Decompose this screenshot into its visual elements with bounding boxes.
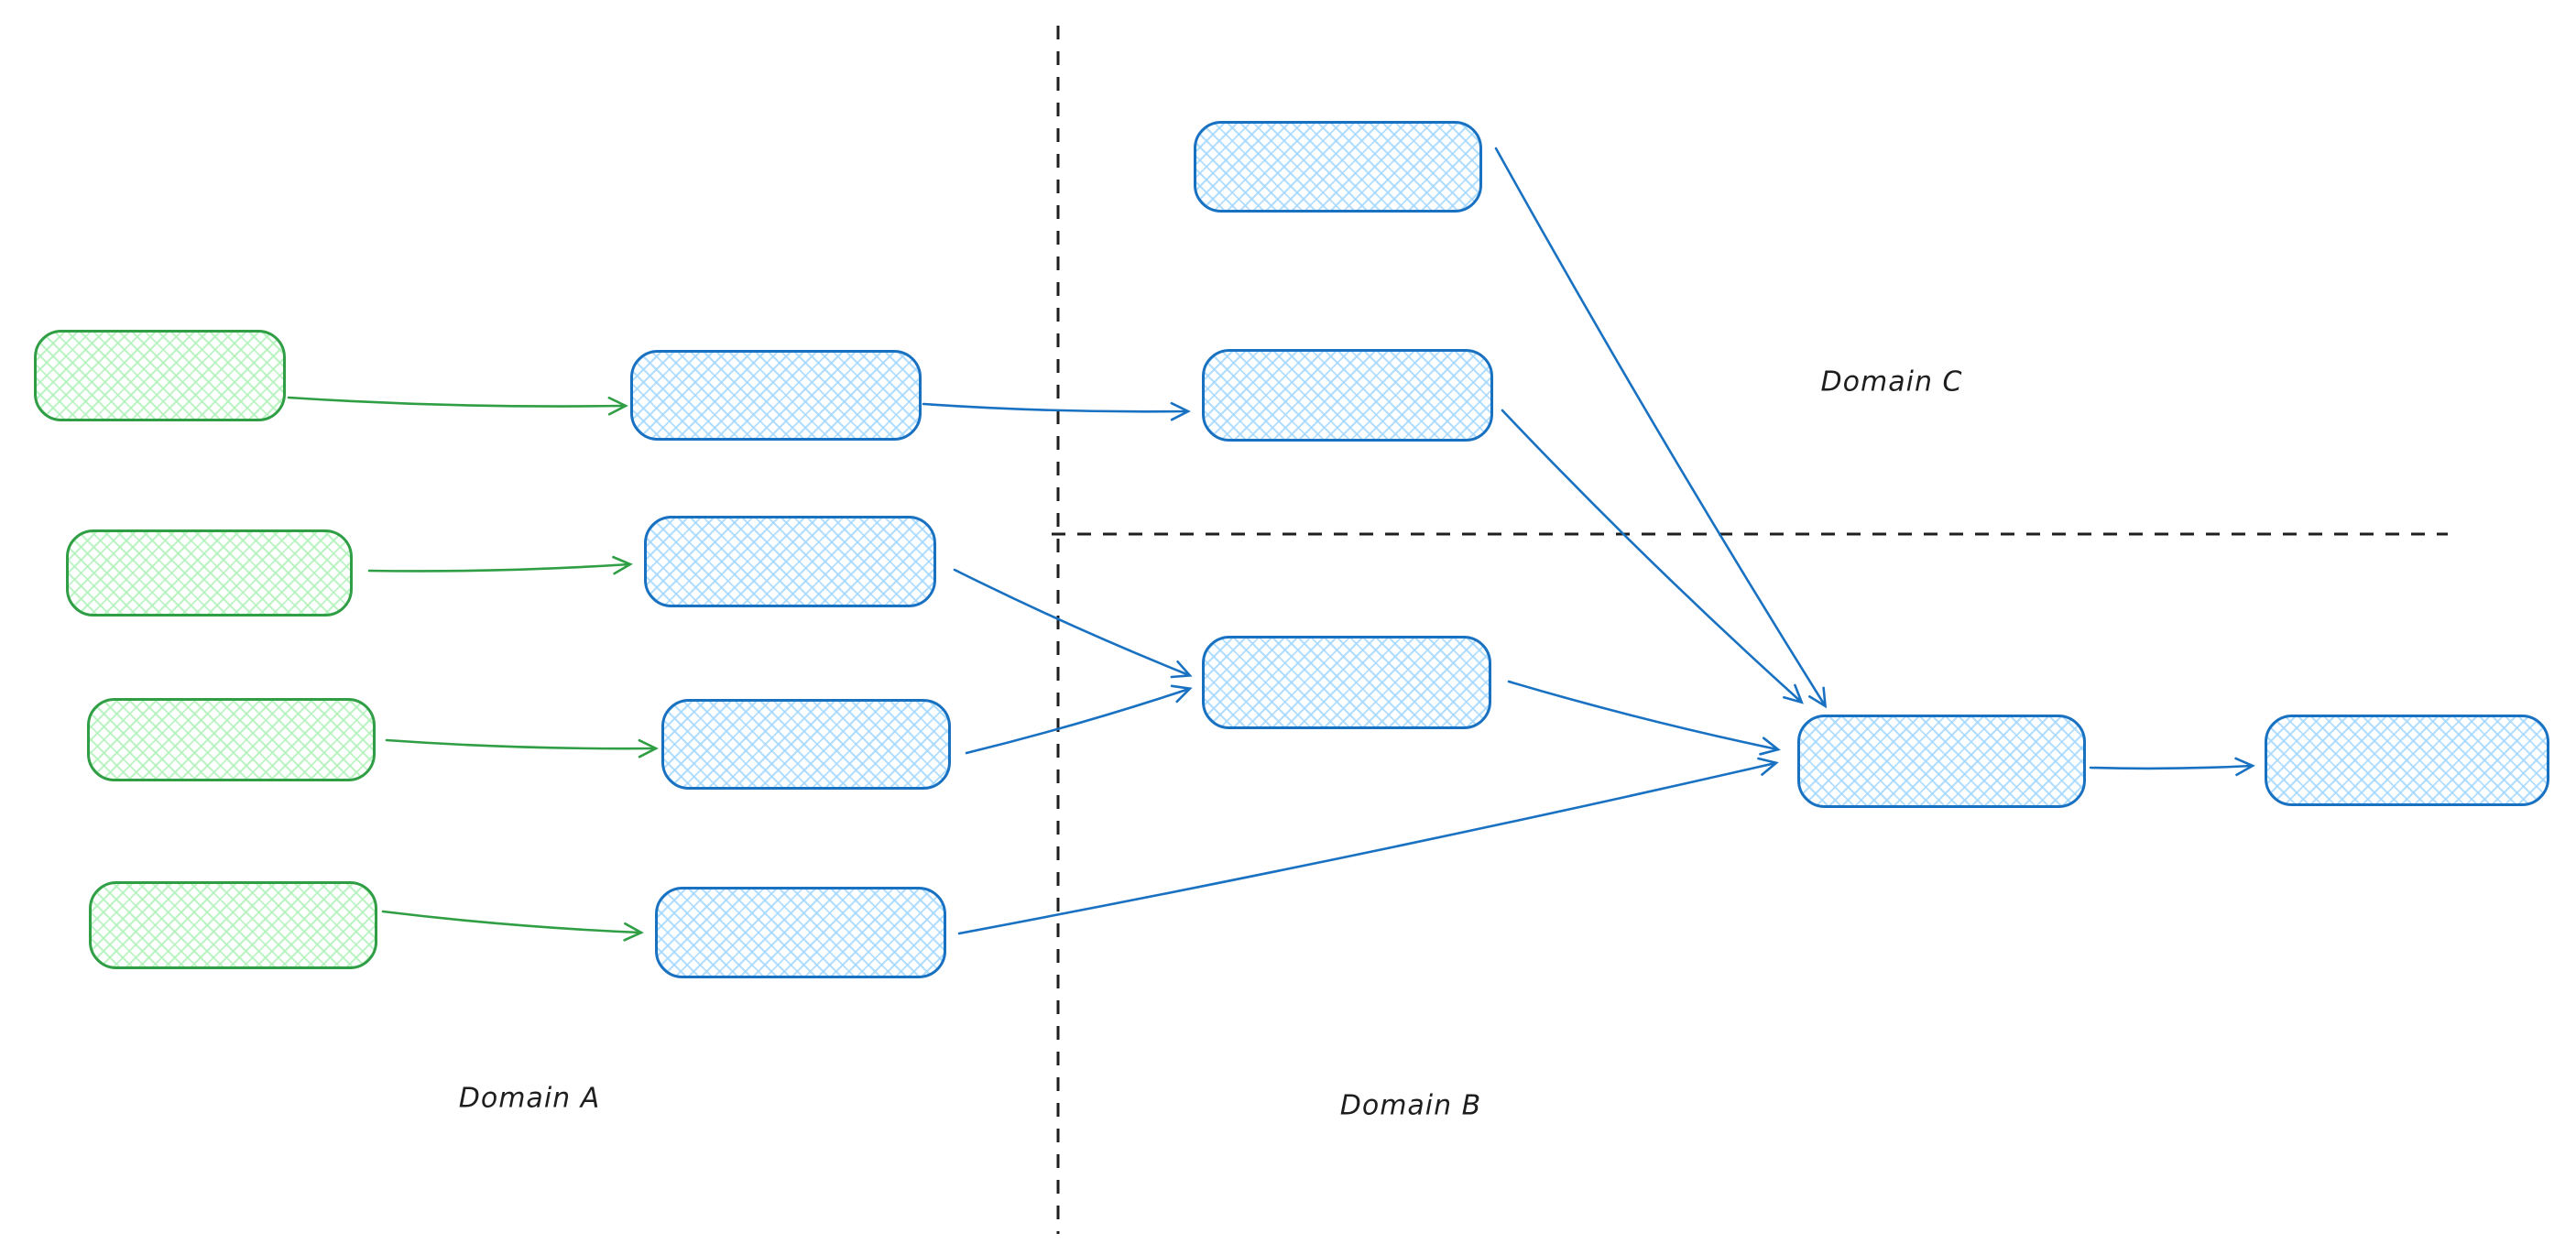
arrow-green-1-to-blue-a1[interactable] [287,396,628,416]
node-green-2[interactable] [66,529,353,617]
arrow-blue-merge-to-blue-out[interactable] [2089,757,2255,777]
domain-b-label[interactable]: Domain B [1339,1089,1482,1122]
arrow-green-4-to-blue-a4[interactable] [381,910,644,942]
arrow-blue-b2-to-blue-merge[interactable] [1507,680,1781,756]
domain-c-label[interactable]: Domain C [1820,366,1963,398]
arrow-blue-a1-to-blue-b1[interactable] [922,401,1191,421]
arrow-blue-a3-to-blue-b2[interactable] [965,684,1193,755]
node-blue-b2[interactable] [1202,636,1491,729]
node-blue-a4[interactable] [655,887,946,978]
node-blue-a2[interactable] [644,516,936,607]
arrow-green-3-to-blue-a3[interactable] [385,738,659,758]
node-blue-c1[interactable] [1194,121,1482,213]
arrow-blue-a2-to-blue-b2[interactable] [953,568,1193,679]
arrow-blue-b1-to-blue-merge[interactable] [1501,409,1804,704]
node-green-4[interactable] [89,881,377,969]
node-green-3[interactable] [87,698,376,781]
arrow-green-2-to-blue-a2[interactable] [367,555,633,575]
node-blue-a3[interactable] [661,699,951,790]
node-blue-a1[interactable] [630,350,922,441]
node-blue-b1[interactable] [1202,349,1493,442]
arrow-blue-c1-to-blue-merge[interactable] [1494,147,1828,709]
node-blue-merge[interactable] [1797,715,2086,808]
node-blue-out[interactable] [2265,715,2549,806]
arrow-blue-a4-to-blue-merge[interactable] [957,757,1779,935]
node-green-1[interactable] [34,330,286,421]
domain-a-label[interactable]: Domain A [458,1082,601,1115]
